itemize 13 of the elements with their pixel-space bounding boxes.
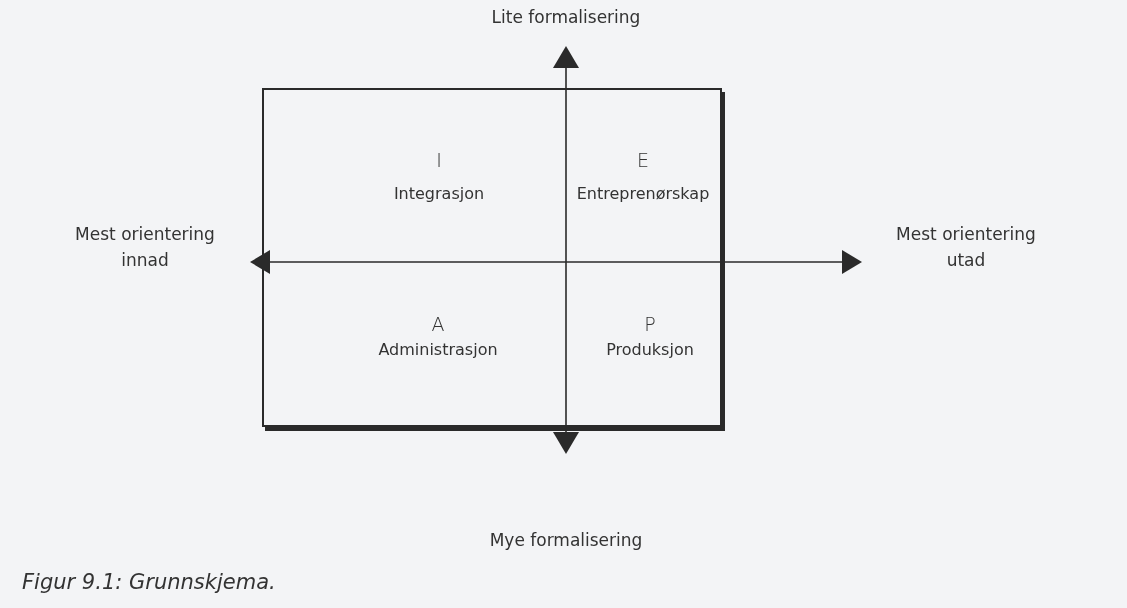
quadrant-letter: A [431,314,445,335]
quadrant-label: Administrasjon [378,340,498,359]
quadrant-label: Entreprenørskap [576,184,710,203]
axis-label: Mest orientering innad [74,223,216,272]
quadrant-letter: I [436,150,442,171]
quadrant-letter: E [637,150,649,171]
quadrant-label: Integrasjon [393,184,485,203]
axis-label: Lite formalisering [490,6,642,29]
axis-label: Mye formalisering [488,529,644,552]
figure-caption: Figur 9.1: Grunnskjema. [22,570,276,594]
quadrant-letter: P [644,314,656,335]
axis-label: Mest orientering utad [895,223,1037,272]
quadrant-label: Produksjon [606,340,694,359]
